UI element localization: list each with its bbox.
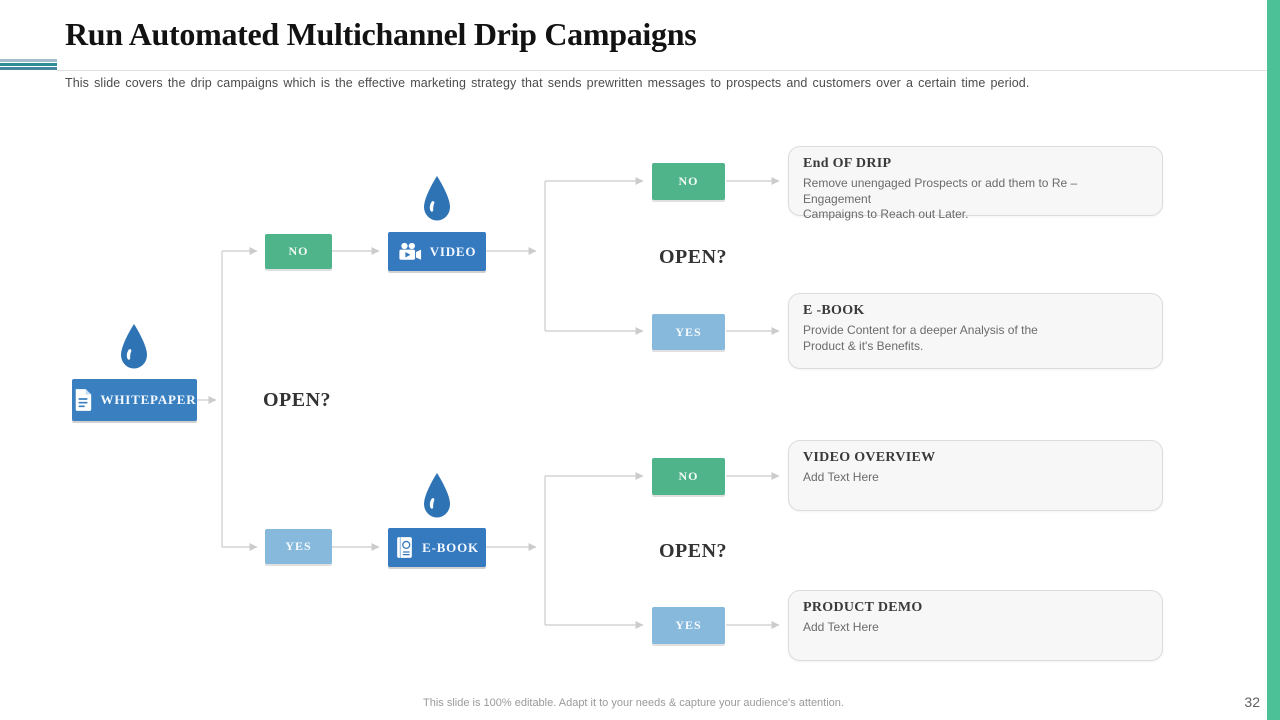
water-drop-icon (419, 174, 455, 226)
card-title: E -BOOK (803, 303, 865, 318)
water-drop-icon (419, 471, 455, 523)
title-divider (57, 70, 1267, 71)
chip-label: NO (678, 174, 699, 188)
card-ebook[interactable]: E -BOOK Provide Content for a deeper Ana… (788, 293, 1163, 369)
decision-open-label: OPEN? (262, 389, 332, 411)
water-drop-icon (116, 322, 152, 374)
card-body: Add Text Here (803, 620, 879, 634)
document-icon (73, 388, 93, 412)
card-body: Add Text Here (803, 470, 879, 484)
branch-no-chip[interactable]: NO (652, 458, 725, 495)
branch-no-chip[interactable]: NO (652, 163, 725, 200)
card-video-overview[interactable]: VIDEO OVERVIEW Add Text Here (788, 440, 1163, 511)
chip-label: YES (675, 618, 702, 632)
title-accent-stripes (0, 59, 57, 70)
chip-label: NO (678, 469, 699, 483)
right-accent-bar (1267, 0, 1280, 720)
node-video[interactable]: VIDEO (388, 232, 486, 271)
node-label: E-BOOK (422, 539, 479, 555)
card-title: VIDEO OVERVIEW (803, 450, 936, 465)
branch-yes-chip[interactable]: YES (652, 607, 725, 644)
slide-title: Run Automated Multichannel Drip Campaign… (65, 16, 697, 52)
video-camera-icon (398, 242, 422, 261)
card-title: PRODUCT DEMO (803, 600, 923, 615)
node-label: WHITEPAPER (100, 392, 197, 407)
decision-open-label: OPEN? (658, 246, 728, 268)
accent-stripe (0, 67, 57, 70)
card-body: Remove unengaged Prospects or add them t… (803, 176, 1078, 222)
node-label: VIDEO (429, 243, 477, 259)
accent-stripe (0, 59, 57, 62)
card-title: End OF DRIP (803, 156, 892, 171)
branch-no-chip[interactable]: NO (265, 234, 332, 269)
page-number: 32 (1244, 694, 1260, 710)
chip-label: YES (675, 324, 702, 339)
node-ebook[interactable]: E-BOOK (388, 528, 486, 567)
node-whitepaper[interactable]: WHITEPAPER (72, 379, 197, 421)
chip-label: NO (288, 244, 309, 258)
decision-open-label: OPEN? (658, 540, 728, 562)
card-body: Provide Content for a deeper Analysis of… (803, 323, 1038, 353)
chip-label: YES (285, 539, 312, 553)
accent-stripe (0, 63, 57, 66)
slide-subtitle: This slide covers the drip campaigns whi… (65, 76, 1030, 90)
footer-note: This slide is 100% editable. Adapt it to… (423, 697, 844, 709)
branch-yes-chip[interactable]: YES (265, 529, 332, 564)
card-product-demo[interactable]: PRODUCT DEMO Add Text Here (788, 590, 1163, 661)
branch-yes-chip[interactable]: YES (652, 314, 725, 350)
card-end-of-drip[interactable]: End OF DRIP Remove unengaged Prospects o… (788, 146, 1163, 221)
ebook-icon (395, 536, 414, 559)
